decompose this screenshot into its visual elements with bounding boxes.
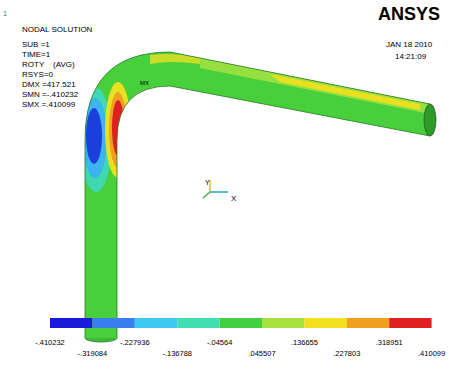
date-stamp: JAN 18 2010 — [386, 34, 432, 50]
info-line-text: DMX =417.521 — [22, 80, 76, 89]
scale-value-text: .136655 — [291, 338, 318, 347]
scale-value: .227803 — [333, 343, 360, 359]
axis-label: X — [231, 188, 236, 204]
info-line-text: TIME=1 — [22, 50, 50, 59]
time-stamp: 14:21:09 — [395, 46, 426, 62]
scale-value-text: -.319084 — [78, 349, 108, 358]
max-marker: MX — [140, 72, 149, 88]
info-line: SMN =-.410232 — [22, 84, 78, 100]
scale-value: -.04564 — [207, 332, 232, 348]
plot-heading: NODAL SOLUTION — [22, 19, 92, 35]
brand-logo: ANSYS — [378, 5, 440, 23]
axis-triad — [203, 180, 228, 198]
plot-number-text: 1 — [3, 10, 7, 17]
scale-value-text: .227803 — [333, 349, 360, 358]
max-marker-text: MX — [140, 80, 149, 86]
scale-value-text: -.04564 — [207, 338, 232, 347]
plot-heading-text: NODAL SOLUTION — [22, 25, 92, 34]
scale-value-text: -.410232 — [35, 338, 65, 347]
contour-patches — [80, 54, 430, 192]
scale-value: .410099 — [418, 343, 445, 359]
info-line: TIME=1 — [22, 44, 50, 60]
brand-logo-text: ANSYS — [378, 4, 440, 24]
time-stamp-text: 14:21:09 — [395, 52, 426, 61]
info-line-text: SUB =1 — [22, 40, 50, 49]
info-line-text: SMN =-.410232 — [22, 90, 78, 99]
scale-value: .318951 — [376, 332, 403, 348]
info-line-text: RSYS=0 — [22, 70, 53, 79]
scale-value: -.227936 — [120, 332, 150, 348]
info-line: DMX =417.521 — [22, 74, 76, 90]
pipe-open-end — [424, 104, 436, 136]
scale-value: .136655 — [291, 332, 318, 348]
scale-value-text: -.227936 — [120, 338, 150, 347]
info-line-text: SMX =.410099 — [22, 100, 75, 109]
info-line: RSYS=0 — [22, 64, 53, 80]
scale-value: -.136788 — [162, 343, 192, 359]
axis-label-text: X — [231, 194, 236, 203]
scale-value: -.319084 — [78, 343, 108, 359]
pipe-outline — [85, 52, 430, 338]
pipe-body — [85, 52, 430, 338]
scale-value: -.410232 — [35, 332, 65, 348]
axis-label-text: Y — [205, 179, 210, 186]
scale-value-text: -.136788 — [162, 349, 192, 358]
info-line: ROTY (AVG) — [22, 54, 75, 70]
scale-value: .045507 — [248, 343, 275, 359]
scale-value-text: .410099 — [418, 349, 445, 358]
color-bar — [50, 318, 432, 328]
plot-number: 1 — [3, 3, 7, 19]
info-line: SMX =.410099 — [22, 94, 75, 110]
date-stamp-text: JAN 18 2010 — [386, 40, 432, 49]
info-line: SUB =1 — [22, 34, 50, 50]
axis-label: Y — [205, 172, 210, 188]
scale-value-text: .045507 — [248, 349, 275, 358]
info-line-text: ROTY (AVG) — [22, 60, 75, 69]
scale-value-text: .318951 — [376, 338, 403, 347]
